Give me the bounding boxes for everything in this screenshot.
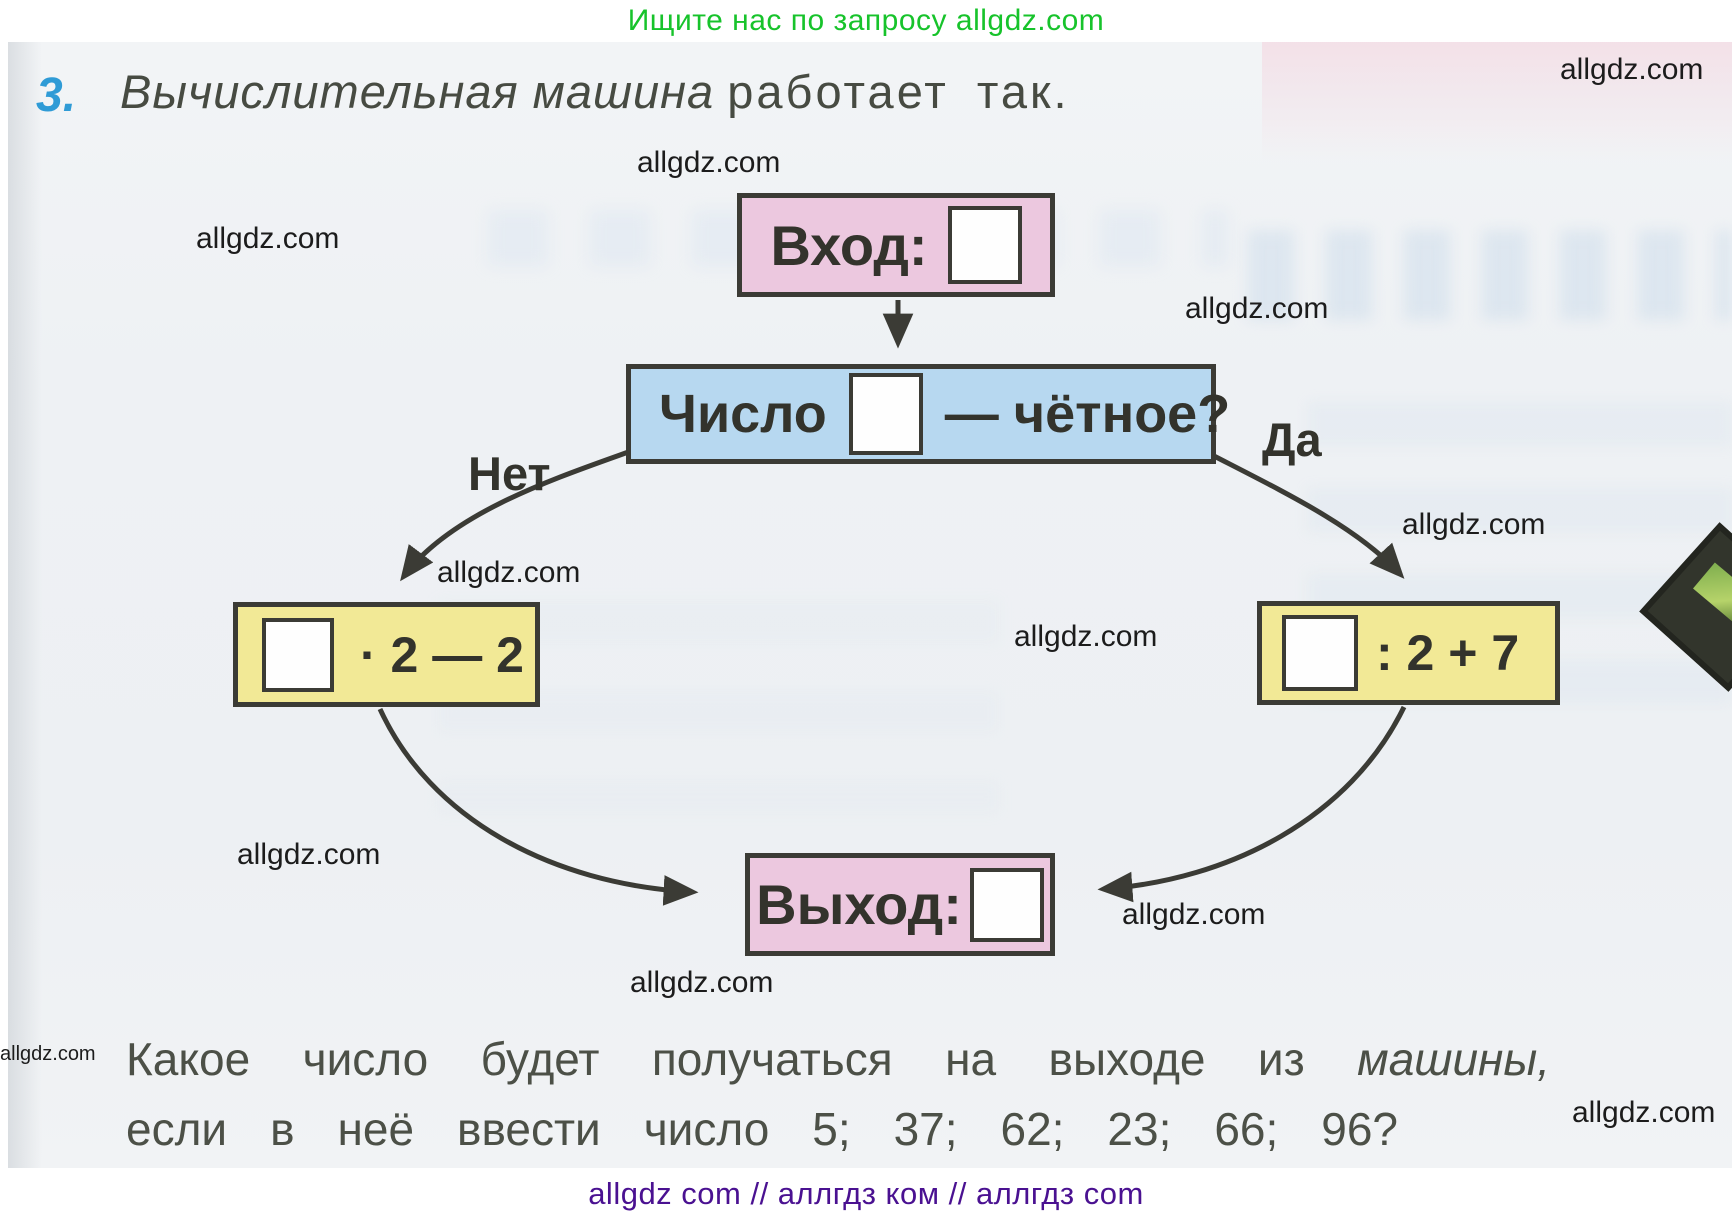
- output-label: Выход:: [756, 873, 962, 936]
- question-line-1-text: Какое число будет получаться на выходе и…: [126, 1033, 1305, 1085]
- page-bleed-band: [1262, 42, 1732, 162]
- watermark: allgdz.com: [637, 146, 781, 179]
- flowchart-output-box: Выход:: [745, 853, 1055, 956]
- odd-value-slot: [262, 617, 334, 692]
- watermark: allgdz.com: [1560, 53, 1704, 86]
- output-value-slot: [969, 867, 1044, 942]
- even-value-slot: [1282, 615, 1358, 691]
- page-edge-shading: [8, 42, 42, 1168]
- condition-value-slot: [848, 373, 923, 455]
- task-title: Вычислительная машина работает так.: [120, 64, 1070, 119]
- question-line-1-italic: машины,: [1357, 1033, 1550, 1085]
- watermark: allgdz.com: [1402, 508, 1546, 541]
- task-number: 3.: [36, 69, 77, 122]
- condition-label-after: — чётное?: [944, 384, 1231, 444]
- flowchart-condition-box: Число — чётное?: [626, 364, 1230, 464]
- calculator-screen: [1693, 562, 1732, 626]
- watermark: allgdz.com: [1572, 1096, 1716, 1129]
- task-title-term: Вычислительная машина: [120, 65, 715, 118]
- flowchart-even-operation-box: : 2 + 7: [1257, 601, 1560, 705]
- branch-label-no: Нет: [468, 447, 551, 500]
- watermark: allgdz.com: [1014, 620, 1158, 653]
- watermark: allgdz.com: [1122, 898, 1266, 931]
- task-title-rest: работает так.: [727, 65, 1070, 118]
- promo-banner: Ищите нас по запросу allgdz.com: [627, 4, 1105, 37]
- question-line-1: Какое число будет получаться на выходе и…: [126, 1032, 1550, 1086]
- flowchart-input-box: Вход:: [737, 193, 1055, 297]
- branch-label-yes: Да: [1262, 413, 1322, 466]
- input-label: Вход:: [770, 213, 928, 277]
- even-operation-label: : 2 + 7: [1376, 625, 1520, 681]
- input-value-slot: [947, 206, 1022, 284]
- watermark: allgdz.com: [437, 556, 581, 589]
- flowchart-odd-operation-box: · 2 — 2: [233, 602, 540, 707]
- condition-label-before: Число: [659, 384, 827, 444]
- question-line-2: если в неё ввести число 5; 37; 62; 23; 6…: [126, 1103, 1398, 1155]
- bleedthrough-ghost: [1248, 230, 1732, 320]
- watermark: allgdz.com: [0, 1043, 96, 1065]
- odd-operation-label: · 2 — 2: [360, 626, 524, 683]
- footer-promo: allgdz com // аллгдз ком // аллгдз com: [588, 1176, 1144, 1211]
- watermark: allgdz.com: [630, 966, 774, 999]
- watermark: allgdz.com: [237, 838, 381, 871]
- watermark: allgdz.com: [1185, 292, 1329, 325]
- watermark: allgdz.com: [196, 222, 340, 255]
